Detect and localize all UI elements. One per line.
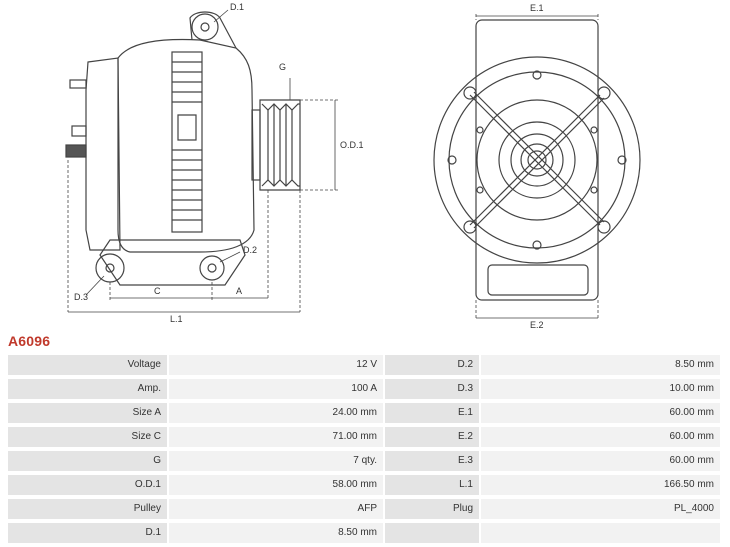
spec-value-2	[481, 523, 720, 543]
spec-value-2: 60.00 mm	[481, 403, 720, 423]
label-l1: L.1	[170, 314, 183, 324]
spec-label: Amp.	[8, 379, 169, 399]
rear-cover	[85, 57, 121, 251]
spec-value: 100 A	[169, 379, 385, 399]
spec-label-2: D.3	[385, 379, 481, 399]
spec-label-2: E.3	[385, 451, 481, 471]
label-od1: O.D.1	[340, 140, 364, 150]
spec-label-2: L.1	[385, 475, 481, 495]
upper-mount-hole	[191, 13, 219, 41]
spec-value: 58.00 mm	[169, 475, 385, 495]
label-d3: D.3	[74, 292, 88, 302]
lower-mount-hole-right	[199, 255, 225, 281]
label-a: A	[236, 286, 242, 296]
spec-label-2: Plug	[385, 499, 481, 519]
spec-value: 71.00 mm	[169, 427, 385, 447]
upper-mount-ear	[189, 11, 237, 49]
spec-value-2: 60.00 mm	[481, 451, 720, 471]
lower-mount-bracket	[99, 239, 246, 286]
spec-value: 7 qty.	[169, 451, 385, 471]
spec-value-2: 8.50 mm	[481, 355, 720, 375]
spec-value-2: 60.00 mm	[481, 427, 720, 447]
spec-value-2: 166.50 mm	[481, 475, 720, 495]
label-d2: D.2	[243, 245, 257, 255]
spec-label: O.D.1	[8, 475, 169, 495]
pulley	[251, 99, 301, 191]
spec-label: Size C	[8, 427, 169, 447]
spec-label: Size A	[8, 403, 169, 423]
spec-label-2: D.2	[385, 355, 481, 375]
label-e1: E.1	[530, 3, 544, 13]
spec-value: 8.50 mm	[169, 523, 385, 543]
spec-value: 12 V	[169, 355, 385, 375]
spec-value-2: 10.00 mm	[481, 379, 720, 399]
lower-mount-hole-left	[95, 253, 125, 283]
front-view	[433, 19, 641, 301]
spec-label-2	[385, 523, 481, 543]
alternator-technical-drawing: D.1 G O.D.1 D.2 D.3 C A L.1 E.1 E.2	[65, 2, 641, 330]
spec-label: D.1	[8, 523, 169, 543]
spec-label: G	[8, 451, 169, 471]
label-e2: E.2	[530, 320, 544, 330]
label-c: C	[154, 286, 161, 296]
spec-value: AFP	[169, 499, 385, 519]
spec-label-2: E.2	[385, 427, 481, 447]
spec-value: 24.00 mm	[169, 403, 385, 423]
spec-label-2: E.1	[385, 403, 481, 423]
cooling-fins	[171, 51, 203, 233]
label-d1: D.1	[230, 2, 244, 12]
rear-terminal-top	[69, 79, 87, 89]
rear-terminal-mid	[71, 125, 87, 137]
label-g: G	[279, 62, 286, 72]
spec-value-2: PL_4000	[481, 499, 720, 519]
part-number-title: A6096	[8, 333, 51, 349]
spec-label: Pulley	[8, 499, 169, 519]
main-housing	[117, 38, 255, 253]
rear-terminal-plug	[65, 144, 87, 158]
spec-label: Voltage	[8, 355, 169, 375]
